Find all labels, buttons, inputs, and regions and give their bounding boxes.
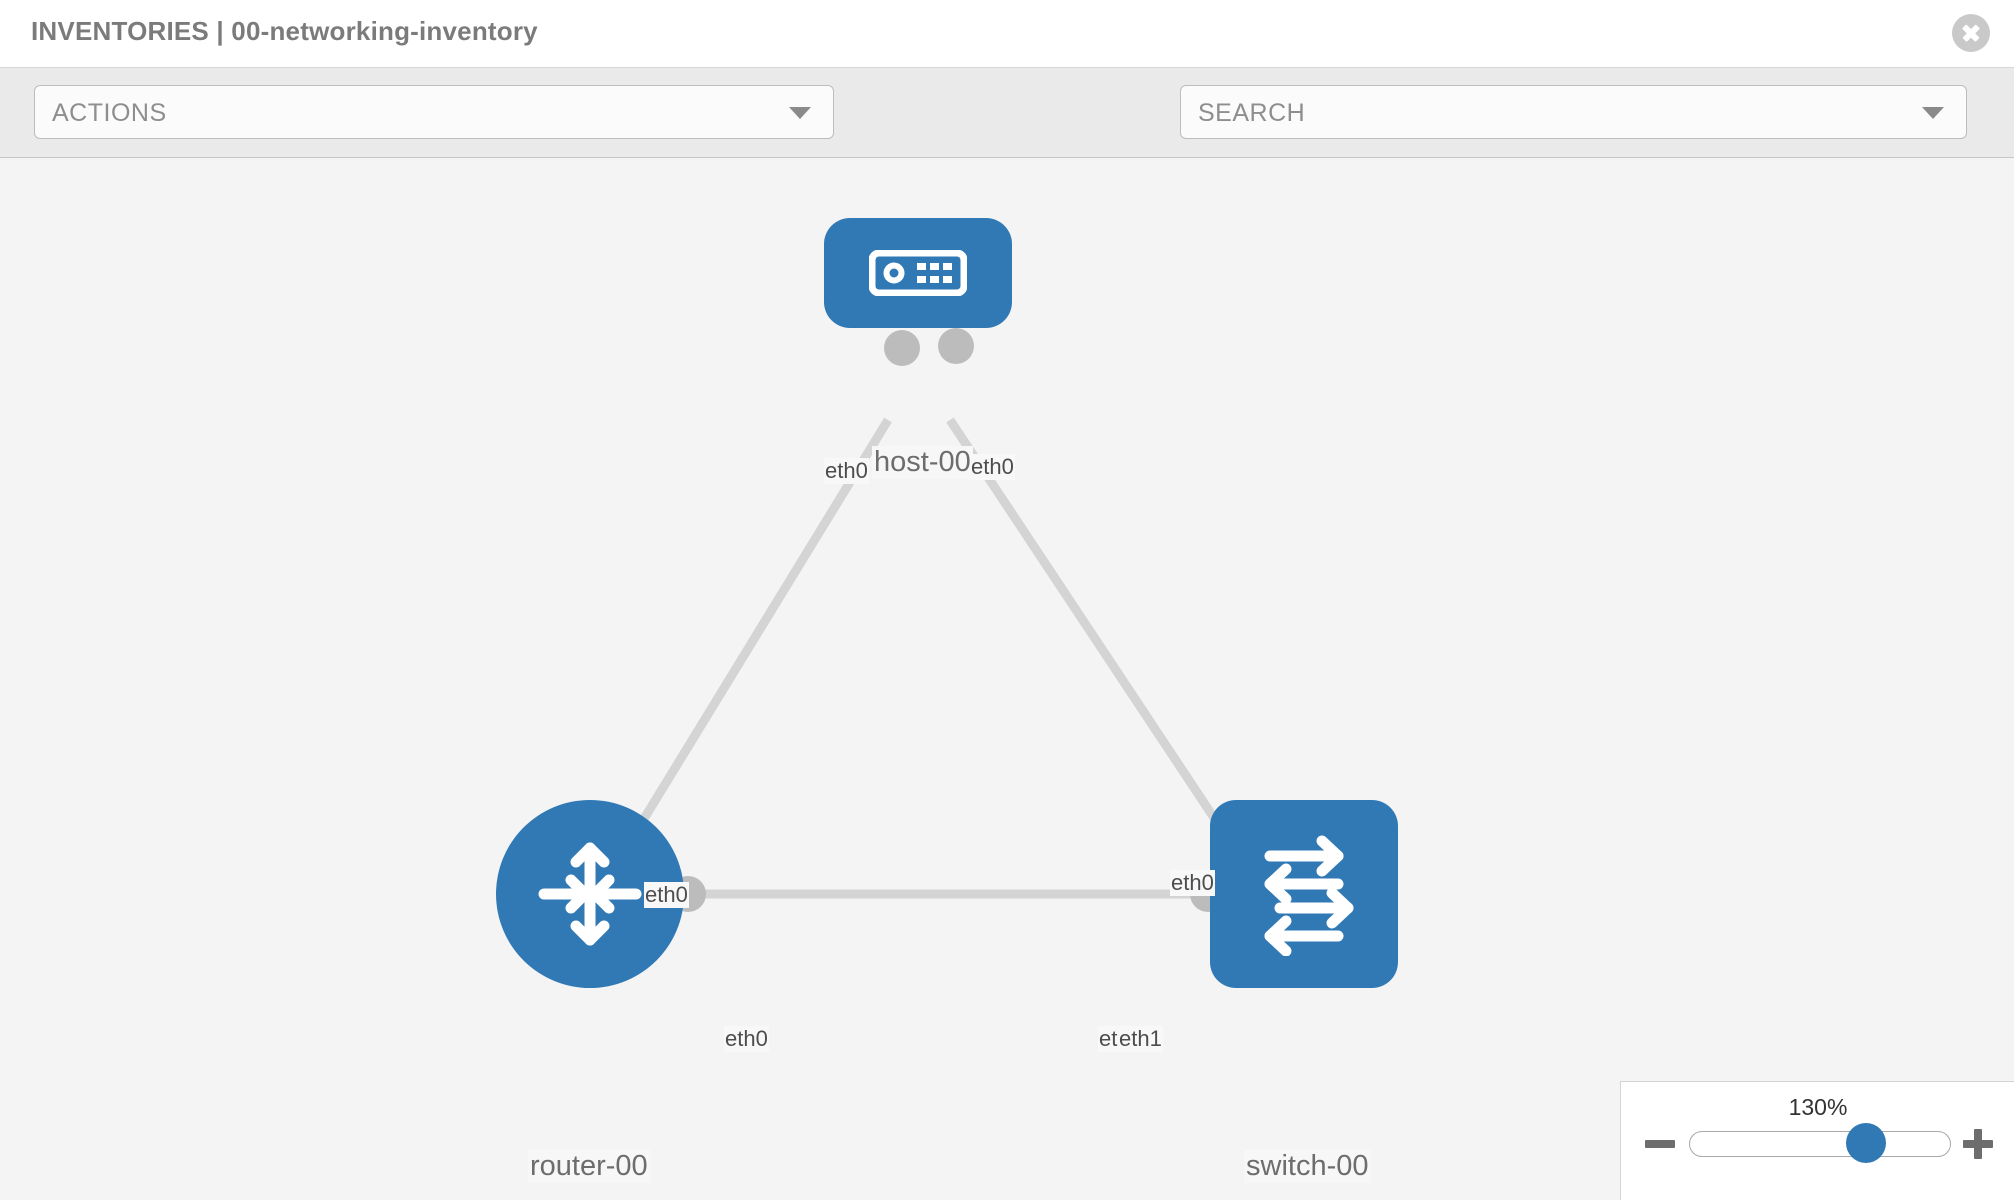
router-icon[interactable] <box>496 800 684 988</box>
zoom-out-button[interactable] <box>1643 1127 1677 1161</box>
node-label-switch-00: switch-00 <box>1244 1150 1371 1183</box>
edge-label-switch-eth0-up: eth0 <box>1170 870 1215 896</box>
edge-label-host-eth0-left: eth0 <box>824 458 869 484</box>
edge-label-router-eth0-right: eth0 <box>724 1026 769 1052</box>
zoom-in-button[interactable] <box>1961 1127 1995 1161</box>
search-input[interactable]: SEARCH <box>1180 85 1967 139</box>
page-title: INVENTORIES | 00-networking-inventory <box>31 16 538 46</box>
topology-canvas[interactable]: host-00 eth0 eth0 <box>0 158 2014 1200</box>
page-header: INVENTORIES | 00-networking-inventory <box>0 0 2014 68</box>
switch-icon[interactable] <box>1210 800 1398 988</box>
server-appliance-icon <box>869 250 967 296</box>
zoom-slider-track[interactable] <box>1689 1131 1951 1157</box>
router-arrows-icon <box>538 842 642 946</box>
chevron-down-icon <box>1922 107 1944 119</box>
toolbar: ACTIONS SEARCH <box>0 68 2014 204</box>
zoom-control-panel: 130% <box>1620 1081 2014 1200</box>
zoom-slider-thumb[interactable] <box>1846 1123 1886 1163</box>
connector-nub <box>884 330 920 366</box>
edge-label-switch-eth1: eth1 <box>1118 1026 1163 1052</box>
node-label-router-00: router-00 <box>528 1150 650 1183</box>
search-placeholder: SEARCH <box>1198 99 1306 127</box>
zoom-level-value: 130% <box>1788 1094 1848 1120</box>
actions-dropdown[interactable]: ACTIONS <box>34 85 834 139</box>
chevron-down-icon <box>789 107 811 119</box>
node-label-host-00: host-00 <box>872 446 973 479</box>
edge-label-host-eth0-right: eth0 <box>970 454 1015 480</box>
actions-dropdown-label: ACTIONS <box>52 99 167 127</box>
switch-arrows-icon <box>1264 835 1354 956</box>
edge-label-router-eth0-up: eth0 <box>644 882 689 908</box>
close-icon[interactable] <box>1952 14 1990 52</box>
connector-nub <box>938 328 974 364</box>
host-icon[interactable] <box>824 218 1012 328</box>
topology-links <box>616 417 1238 899</box>
